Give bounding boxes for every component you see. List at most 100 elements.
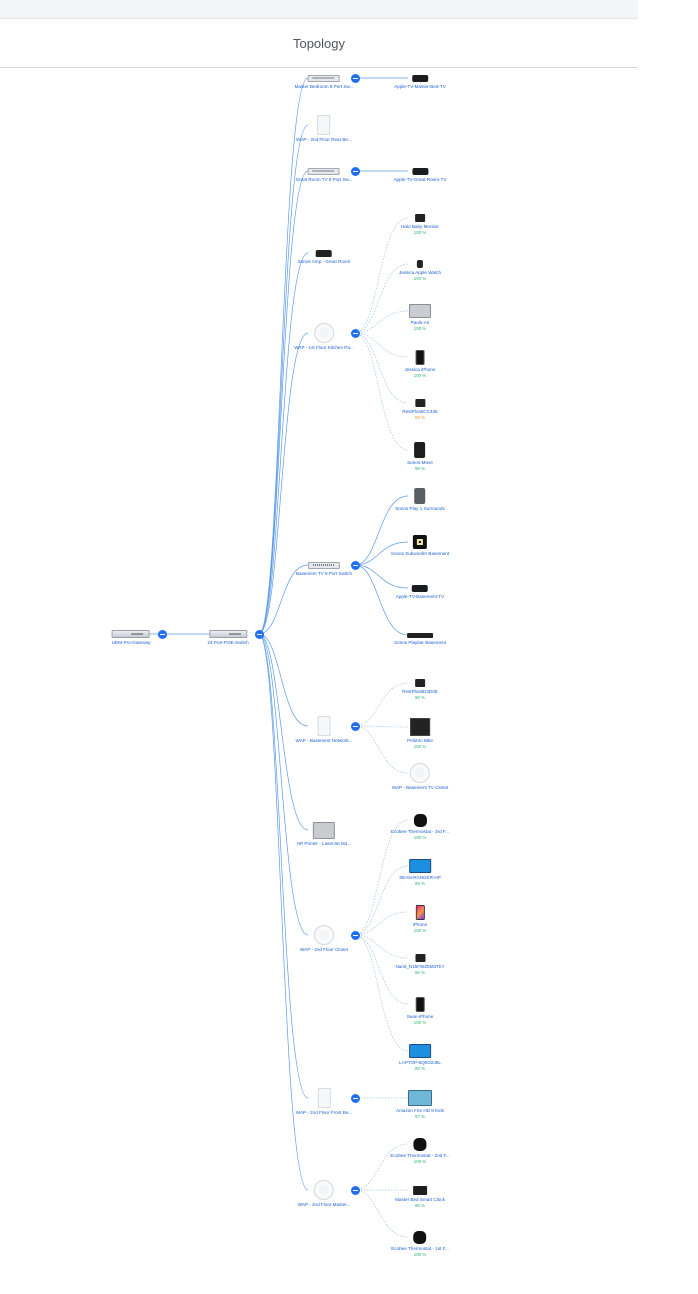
signal-strength: 90 %: [414, 1202, 425, 1208]
node-label: LAPTOP-5Q0O2J5L: [399, 1060, 441, 1065]
node-label: Ecobee Thermostat - 1st F...: [391, 1245, 449, 1251]
core-switch-node[interactable]: 24-Port-POE-Switch: [207, 630, 249, 646]
phone-color-icon: [415, 904, 425, 920]
node-label: Nanit_N15FWZ5M3TbY: [395, 964, 445, 969]
round-ap-icon: [314, 925, 334, 945]
thermostat-icon: [413, 813, 427, 827]
signal-strength: 80 %: [414, 1066, 426, 1071]
branch-link: [258, 124, 309, 635]
node-label: iPhone: [412, 921, 428, 927]
branch-node[interactable]: WAP - 2nd Floor Front Be...: [296, 1088, 352, 1116]
branch-link: [258, 170, 309, 635]
branch-collapse-badge[interactable]: [350, 1093, 360, 1103]
branch-node[interactable]: Basement TV 8 Port Switch: [296, 561, 352, 577]
branch-collapse-badge[interactable]: [350, 73, 360, 83]
signal-strength: 99 %: [414, 881, 426, 886]
phone-icon: [415, 349, 425, 365]
branch-node[interactable]: Great Room TV 8 Port Sw...: [295, 167, 353, 183]
node-label: Amazon Fire HD 8 Kids: [396, 1108, 444, 1113]
rack-gateway-icon: [112, 630, 150, 638]
client-node[interactable]: Ecobee Thermostat - 3rd F...100 %: [390, 813, 450, 840]
client-node[interactable]: WAP - Basement TV Closet: [392, 763, 448, 791]
client-link: [354, 332, 409, 404]
node-label: Master Bedroom 8 Port Sw...: [294, 83, 354, 89]
speaker-grey-icon: [414, 488, 426, 504]
client-link: [354, 725, 409, 728]
node-label: WAP - 2nd Floor Master...: [297, 1202, 351, 1207]
client-node[interactable]: Apple-TV-Master-Bed-TV: [394, 74, 446, 90]
client-node[interactable]: Apple-TV-Great-Room-TV: [393, 167, 447, 183]
client-node[interactable]: Sonos Subwoofer Basement: [391, 535, 449, 557]
client-link: [354, 682, 409, 727]
camera-icon: [414, 954, 425, 962]
wall-ap-icon: [317, 115, 331, 135]
branch-node[interactable]: WAP - 2nd Floor Closet: [300, 925, 348, 953]
round-ap-icon: [410, 763, 430, 783]
branch-collapse-badge[interactable]: [350, 166, 360, 176]
laptop-icon: [409, 304, 431, 318]
client-link: [354, 564, 409, 589]
branch-node[interactable]: Master Bedroom 8 Port Sw...: [294, 74, 354, 90]
subwoofer-icon: [412, 535, 427, 549]
node-label: Ecobee Thermostat - 2nd F...: [390, 1152, 450, 1158]
top-toolbar: [0, 0, 638, 19]
signal-strength: 90 %: [414, 695, 425, 700]
branch-node[interactable]: WAP - 1st Floor Kitchen Pa...: [294, 323, 354, 351]
signal-strength: 100 %: [413, 372, 427, 378]
branch-node[interactable]: WAP - 2nd Floor Rear Be...: [296, 115, 352, 143]
phone-icon: [415, 996, 425, 1012]
printer-icon: [312, 821, 335, 839]
branch-link: [258, 564, 309, 635]
rack-switch-icon: [208, 630, 247, 638]
switch-icon: [307, 167, 340, 175]
node-label: HP Printer - LaserJet M4...: [296, 840, 352, 846]
gateway-collapse-badge[interactable]: [157, 629, 167, 639]
node-label: Ecobee Thermostat - 3rd F...: [390, 828, 450, 834]
camera-icon: [415, 399, 425, 407]
branch-collapse-badge[interactable]: [350, 328, 360, 338]
thermostat-icon: [413, 1230, 427, 1244]
gateway-node[interactable]: UDM-Pro-Gateway: [112, 630, 150, 646]
client-node[interactable]: Ecobee Thermostat - 1st F...100 %: [391, 1230, 449, 1257]
client-link: [354, 310, 409, 334]
client-node[interactable]: Apple-TV-Basement-TV: [396, 584, 444, 600]
branch-collapse-badge[interactable]: [350, 1185, 360, 1195]
branch-collapse-badge[interactable]: [350, 560, 360, 570]
client-node[interactable]: Sonos Play 1 Surrounds: [395, 488, 445, 512]
branch-node[interactable]: Sonos Amp - Great Room: [298, 249, 350, 265]
branch-node[interactable]: WAP - Basement Network...: [296, 716, 352, 744]
thermostat-icon: [413, 1137, 427, 1151]
client-node[interactable]: Sonos Playbar Basement: [394, 632, 446, 646]
client-node[interactable]: Ecobee Thermostat - 2nd F...100 %: [390, 1137, 450, 1164]
node-label: Great Room TV 8 Port Sw...: [295, 176, 353, 182]
node-label: Jessica Apple Watch: [398, 270, 442, 275]
branch-link: [258, 77, 309, 635]
wall-ap-icon: [317, 1088, 331, 1108]
branch-collapse-badge[interactable]: [350, 721, 360, 731]
branch-node[interactable]: WAP - 2nd Floor Master...: [297, 1180, 351, 1208]
branch-collapse-badge[interactable]: [350, 930, 360, 940]
signal-strength: 100 %: [413, 834, 427, 840]
node-label: Sean-iPhone: [406, 1013, 434, 1019]
branch-link: [258, 633, 309, 727]
branch-link: [258, 332, 309, 635]
client-link: [354, 332, 409, 451]
core-switch-collapse-badge[interactable]: [254, 629, 264, 639]
branch-node[interactable]: HP Printer - LaserJet M4...: [296, 821, 352, 847]
bike-icon: [409, 718, 430, 736]
